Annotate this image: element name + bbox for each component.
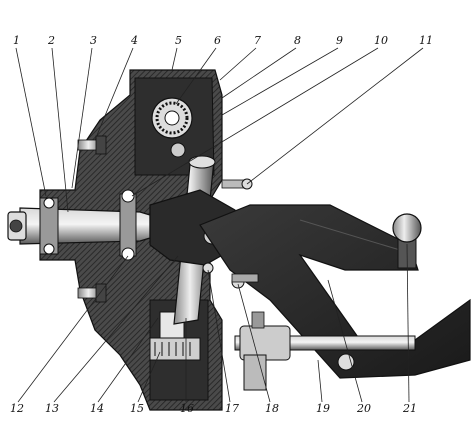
callout-10: 10 (374, 34, 388, 47)
callout-8: 8 (294, 34, 301, 47)
tie-rod (234, 311, 416, 391)
leader-10 (131, 47, 379, 197)
callout-1: 1 (13, 34, 20, 47)
leader-21 (406, 243, 410, 403)
lower-pivot-bolt (202, 262, 214, 274)
spindle-nut (7, 211, 27, 241)
callout-5: 5 (175, 34, 182, 47)
shock-bolt (231, 273, 259, 289)
callouts-top: 1 2 3 4 5 6 7 8 9 10 11 (13, 34, 433, 213)
leader-13 (53, 255, 179, 403)
callout-16: 16 (180, 402, 194, 415)
leader-9 (221, 47, 339, 116)
callout-18: 18 (265, 402, 279, 415)
callout-21: 21 (402, 402, 417, 415)
leader-7 (219, 47, 257, 81)
callout-12: 12 (10, 402, 24, 415)
callout-3: 3 (90, 34, 97, 47)
leader-15 (137, 351, 161, 403)
callout-13: 13 (45, 402, 59, 415)
leader-18 (237, 283, 271, 403)
leader-19 (317, 359, 323, 403)
ball-joint (392, 213, 422, 269)
callout-7: 7 (254, 34, 261, 47)
callout-6: 6 (214, 34, 221, 47)
callout-2: 2 (47, 34, 55, 47)
callout-19: 19 (316, 402, 330, 415)
leader-17 (207, 269, 231, 403)
leader-6 (175, 47, 217, 105)
leader-3 (71, 47, 93, 189)
callout-15: 15 (130, 402, 144, 415)
leader-8 (221, 47, 297, 99)
stub-axle-spindle (19, 193, 151, 257)
leader-4 (94, 47, 134, 141)
leader-14 (97, 317, 159, 403)
wheel-stud-lower (77, 283, 107, 303)
callout-20: 20 (356, 402, 371, 415)
leader-11 (246, 47, 424, 185)
adjuster-gear (151, 97, 193, 158)
callout-17: 17 (225, 402, 239, 415)
callout-14: 14 (90, 402, 104, 415)
callouts-bottom: 12 13 14 15 16 17 18 19 20 21 (10, 243, 417, 415)
callout-4: 4 (130, 34, 138, 47)
leader-12 (17, 255, 129, 403)
leader-1 (15, 47, 47, 197)
bearing-inner (121, 189, 135, 261)
leader-2 (51, 47, 69, 213)
bearing-outer (43, 197, 55, 255)
callout-11: 11 (419, 34, 433, 47)
callout-9: 9 (336, 34, 343, 47)
leader-5 (171, 47, 178, 71)
leader-20 (327, 279, 363, 403)
